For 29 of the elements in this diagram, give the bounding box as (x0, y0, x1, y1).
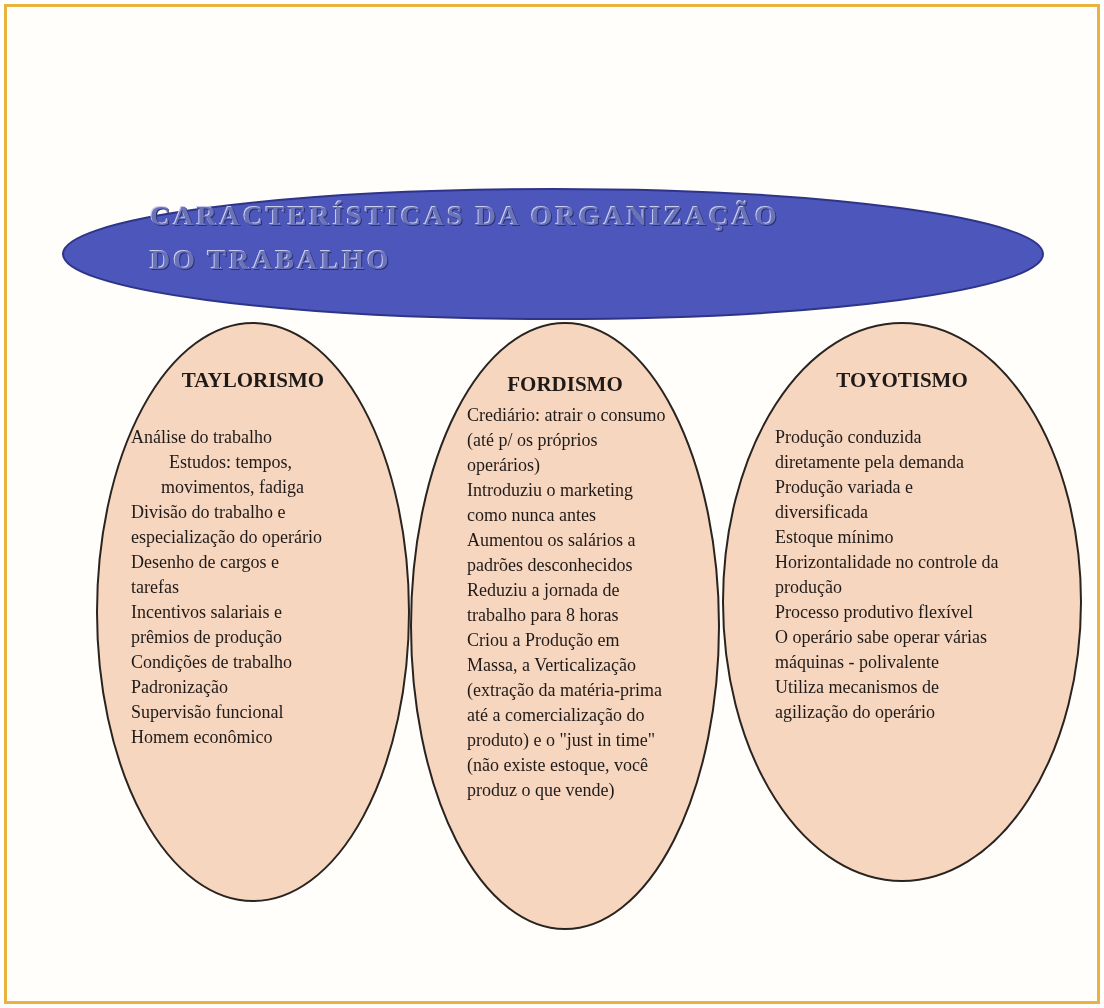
list-item: Incentivos salariais e prêmios de produção (131, 601, 283, 649)
list-item: Produção conduzida diretamente pela demanda (775, 426, 965, 474)
list-item: Utiliza mecanismos de agilização do operário (775, 676, 940, 724)
list-item: Crediário: atrair o consumo (até p/ os próprios operários) (467, 404, 667, 477)
list-item: Estoque mínimo (775, 526, 895, 549)
heading: FORDISMO (506, 372, 624, 397)
title-ellipse (62, 188, 1044, 320)
topic-oval (410, 322, 720, 930)
list-item: Análise do trabalho (131, 426, 273, 449)
list-item: Reduziu a jornada de trabalho para 8 horas (467, 579, 621, 627)
list-item: Introduziu o marketing como nunca antes (467, 479, 634, 527)
list-item: Horizontalidade no controle da produção (775, 551, 1000, 599)
heading: TOYOTISMO (835, 368, 969, 393)
list-item: Condições de trabalho (131, 651, 293, 674)
heading: TAYLORISMO (180, 368, 326, 393)
list-item: O operário sabe operar várias máquinas - polivalente (775, 626, 988, 674)
list-item: Produção variada e diversificada (775, 476, 914, 524)
list-item: Divisão do trabalho e especialização do operário (131, 501, 323, 549)
list-item: Aumentou os salários a padrões desconhecidos (467, 529, 637, 577)
list-item: Padronização (131, 676, 229, 699)
topic-oval (722, 322, 1082, 882)
list-item: Desenho de cargos e tarefas (131, 551, 281, 599)
topic-oval (96, 322, 410, 902)
title-text: CARACTERÍSTICAS DA ORGANIZAÇÃO DO TRABALHO (150, 199, 781, 277)
list-item: Supervisão funcional (131, 701, 285, 724)
list-item: Criou a Produção em Massa, a Verticalização (extração da matéria-prima até a comercialização do produto) e o "just in time" (não existe estoque, você produz o que vende) (467, 629, 663, 802)
list-item: Processo produtivo flexível (775, 601, 974, 624)
list-item: Estudos: tempos, movimentos, fadiga (160, 451, 305, 499)
list-item: Homem econômico (131, 726, 274, 749)
